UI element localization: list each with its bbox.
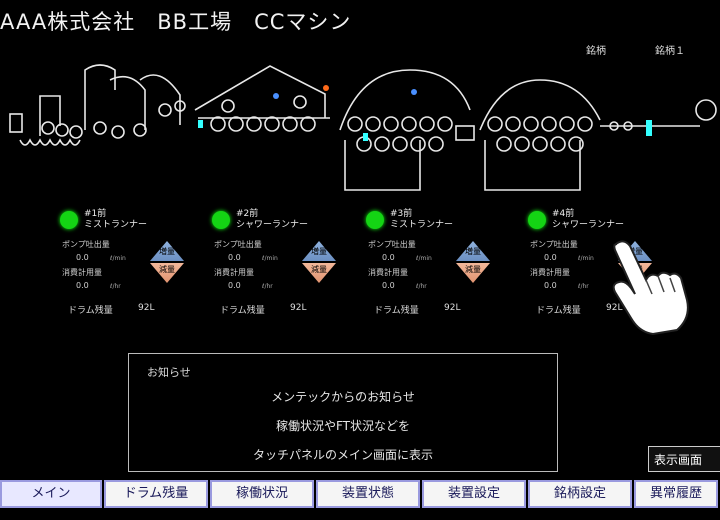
- screen-title: AAA株式会社 BB工場 CCマシン: [0, 10, 352, 34]
- pump-label: ポンプ吐出量: [62, 240, 110, 249]
- usage-label: 消費計用量: [530, 268, 570, 277]
- notice-line: メンテックからのお知らせ: [271, 390, 415, 404]
- unit-name: #1前ミストランナー: [84, 209, 148, 230]
- drum-label: ドラム残量: [68, 306, 113, 316]
- tab-operation-status[interactable]: 稼働状況: [210, 480, 314, 508]
- sensor-indicator: [363, 133, 368, 141]
- usage-value: 0.0: [76, 281, 89, 290]
- pump-value: 0.0: [76, 253, 89, 262]
- pump-label: ポンプ吐出量: [530, 240, 578, 249]
- drum-label: ドラム残量: [374, 306, 419, 316]
- notice-line: タッチパネルのメイン画面に表示: [252, 448, 433, 462]
- pump-value: 0.0: [544, 253, 557, 262]
- tab-device-status[interactable]: 装置状態: [316, 480, 420, 508]
- usage-value: 0.0: [228, 281, 241, 290]
- increase-button[interactable]: 増量: [302, 241, 336, 261]
- brand-value: 銘柄１: [655, 46, 685, 57]
- bottom-nav: メイン ドラム残量 稼働状況 装置状態 装置設定 銘柄設定 異常履歴: [0, 480, 720, 512]
- display-screen-button[interactable]: 表示画面: [648, 446, 720, 472]
- notice-heading: お知らせ: [147, 366, 191, 379]
- decrease-button[interactable]: 減量: [456, 263, 490, 283]
- unit-name: #4前シャワーランナー: [552, 209, 625, 230]
- pump-unit: ℓ/min: [262, 255, 278, 262]
- usage-label: 消費計用量: [368, 268, 408, 277]
- pump-label: ポンプ吐出量: [368, 240, 416, 249]
- unit-name: #3前ミストランナー: [390, 209, 454, 230]
- usage-unit: ℓ/hr: [416, 283, 427, 290]
- sensor-indicator: [198, 120, 203, 128]
- nozzle-indicator: [411, 89, 417, 95]
- pump-unit: ℓ/min: [110, 255, 126, 262]
- spray-unit-2: #2前シャワーランナー ポンプ吐出量 0.0 ℓ/min 消費計用量 0.0 ℓ…: [212, 205, 372, 316]
- pointing-hand-icon: [612, 240, 689, 336]
- tab-brand-settings[interactable]: 銘柄設定: [528, 480, 632, 508]
- drum-value: 92L: [138, 303, 155, 313]
- headbox-icon: [9, 113, 23, 133]
- usage-label: 消費計用量: [62, 268, 102, 277]
- tab-drum-level[interactable]: ドラム残量: [104, 480, 208, 508]
- tab-main[interactable]: メイン: [0, 480, 102, 508]
- drum-label: ドラム残量: [220, 306, 265, 316]
- tab-device-settings[interactable]: 装置設定: [422, 480, 526, 508]
- spray-unit-3: #3前ミストランナー ポンプ吐出量 0.0 ℓ/min 消費計用量 0.0 ℓ/…: [366, 205, 526, 316]
- usage-unit: ℓ/hr: [262, 283, 273, 290]
- increase-button[interactable]: 増量: [150, 241, 184, 261]
- notice-panel: お知らせ メンテックからのお知らせ 稼働状況やFT状況などを タッチパネルのメイ…: [128, 353, 558, 472]
- decrease-button[interactable]: 減量: [302, 263, 336, 283]
- usage-unit: ℓ/hr: [110, 283, 121, 290]
- notice-line: 稼働状況やFT状況などを: [275, 419, 411, 433]
- usage-value: 0.0: [382, 281, 395, 290]
- nozzle-indicator: [273, 93, 279, 99]
- pump-value: 0.0: [228, 253, 241, 262]
- pump-value: 0.0: [382, 253, 395, 262]
- pump-unit: ℓ/min: [578, 255, 594, 262]
- usage-unit: ℓ/hr: [578, 283, 589, 290]
- sensor-indicator: [646, 120, 652, 136]
- status-lamp: [528, 211, 546, 229]
- unit-name: #2前シャワーランナー: [236, 209, 309, 230]
- nozzle-indicator: [323, 85, 329, 91]
- status-lamp: [212, 211, 230, 229]
- pump-label: ポンプ吐出量: [214, 240, 262, 249]
- tab-alarm-history[interactable]: 異常履歴: [634, 480, 718, 508]
- decrease-button[interactable]: 減量: [150, 263, 184, 283]
- usage-label: 消費計用量: [214, 268, 254, 277]
- drum-value: 92L: [606, 303, 623, 313]
- drum-value: 92L: [444, 303, 461, 313]
- status-lamp: [60, 211, 78, 229]
- pump-unit: ℓ/min: [416, 255, 432, 262]
- increase-button[interactable]: 増量: [456, 241, 490, 261]
- status-lamp: [366, 211, 384, 229]
- spray-unit-1: #1前ミストランナー ポンプ吐出量 0.0 ℓ/min 消費計用量 0.0 ℓ/…: [60, 205, 220, 316]
- drum-label: ドラム残量: [536, 306, 581, 316]
- brand-label: 銘柄: [586, 46, 606, 57]
- paper-machine-schematic: [9, 64, 717, 191]
- drum-value: 92L: [290, 303, 307, 313]
- usage-value: 0.0: [544, 281, 557, 290]
